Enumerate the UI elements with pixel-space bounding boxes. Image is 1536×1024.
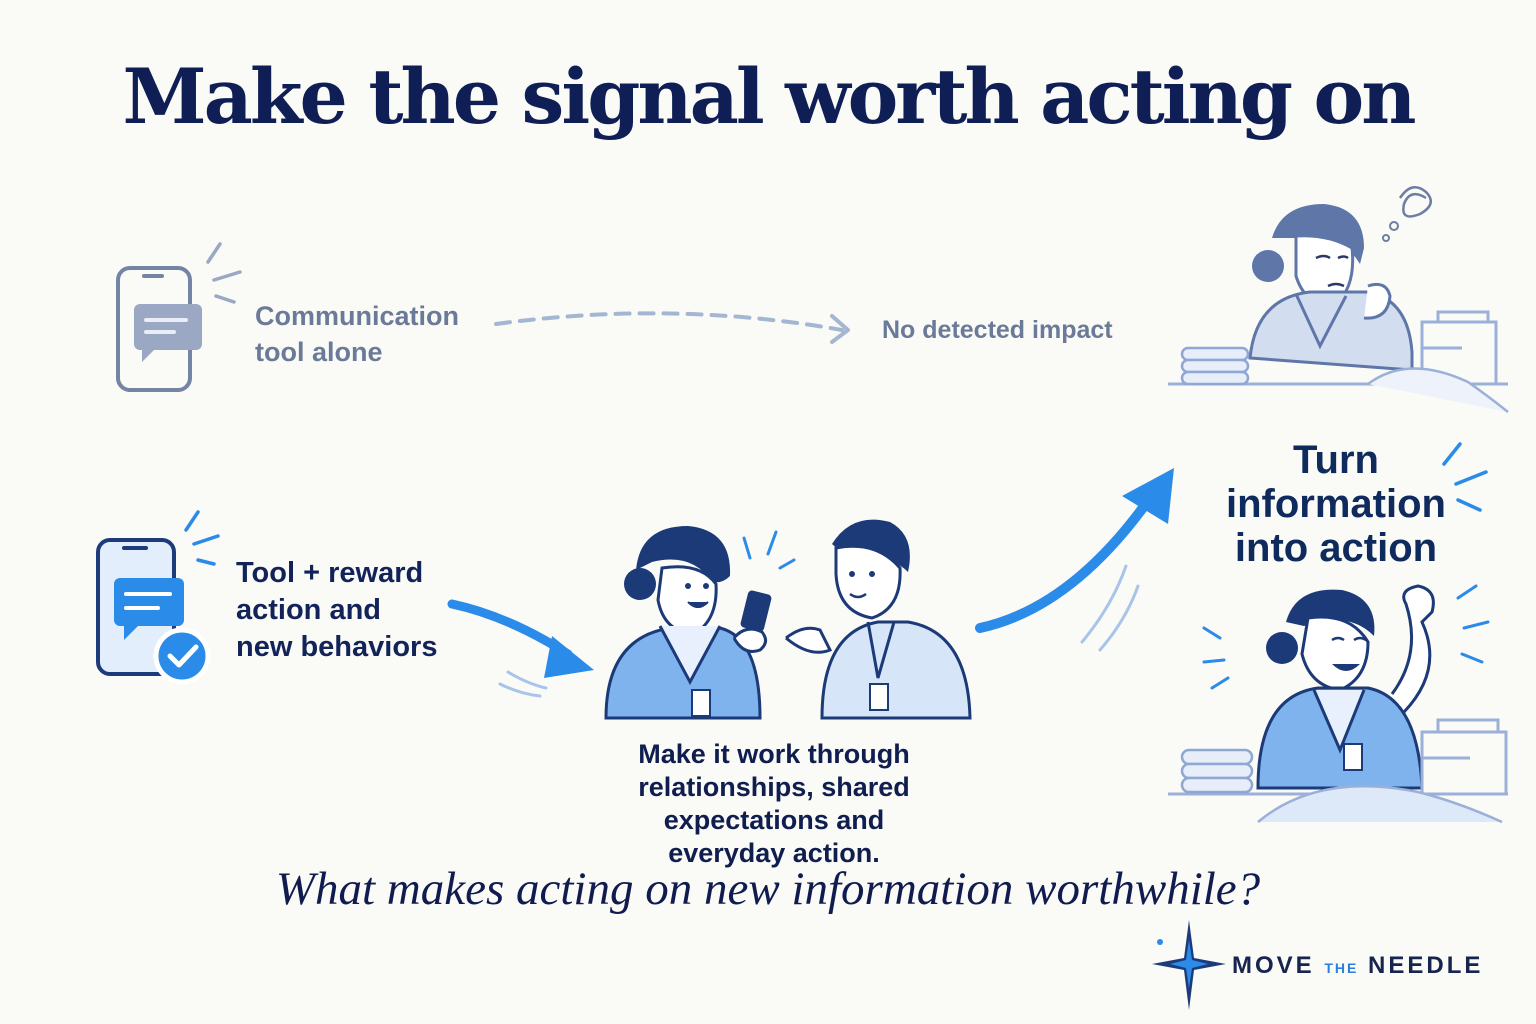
bottom-path-label: Tool + reward action and new behaviors <box>236 555 437 666</box>
headline-line-2: information <box>1226 482 1446 526</box>
star-needle-icon <box>1152 920 1226 1010</box>
curved-arrow-icon <box>447 599 594 698</box>
phone-chat-icon <box>116 266 202 392</box>
brand-word-needle: NEEDLE <box>1368 952 1484 979</box>
top-label-line-2: tool alone <box>255 337 383 367</box>
dashed-arrow-icon <box>494 311 850 344</box>
phone-chat-check-icon <box>96 538 211 685</box>
rising-arrow-icon <box>975 468 1174 652</box>
middle-caption-line-2: relationships, shared <box>638 772 910 802</box>
bottom-label-line-3: new behaviors <box>236 631 438 663</box>
cheering-worker-icon <box>1168 584 1508 824</box>
closing-question: What makes acting on new information wor… <box>275 863 1261 915</box>
bottom-label-line-2: action and <box>236 594 382 626</box>
top-label-line-1: Communication <box>255 301 460 331</box>
worried-worker-icon <box>1168 185 1509 413</box>
headline-line-3: into action <box>1234 526 1438 570</box>
middle-caption-line-1: Make it work through <box>638 739 910 769</box>
top-path-label: Communication tool alone <box>255 298 459 370</box>
signal-lines-icon <box>206 242 242 304</box>
brand-word-move: MOVE <box>1232 952 1315 979</box>
signal-lines-icon-blue <box>184 510 220 566</box>
middle-caption: Make it work through relationships, shar… <box>574 738 974 870</box>
brand-wordmark: MOVE THE NEEDLE <box>1232 952 1483 980</box>
turn-info-headline: Turn information into action <box>1196 438 1476 570</box>
no-impact-label: No detected impact <box>882 316 1113 344</box>
brand-word-the: THE <box>1324 960 1359 976</box>
two-workers-icon <box>604 519 972 720</box>
middle-caption-line-3: expectations and <box>663 805 885 835</box>
headline-line-1: Turn <box>1293 438 1379 482</box>
burst-lines-icon <box>1442 442 1488 512</box>
middle-caption-line-4: everyday action. <box>668 838 880 868</box>
bottom-label-line-1: Tool + reward <box>236 557 424 589</box>
page-title: Make the signal worth acting on <box>122 52 1417 141</box>
